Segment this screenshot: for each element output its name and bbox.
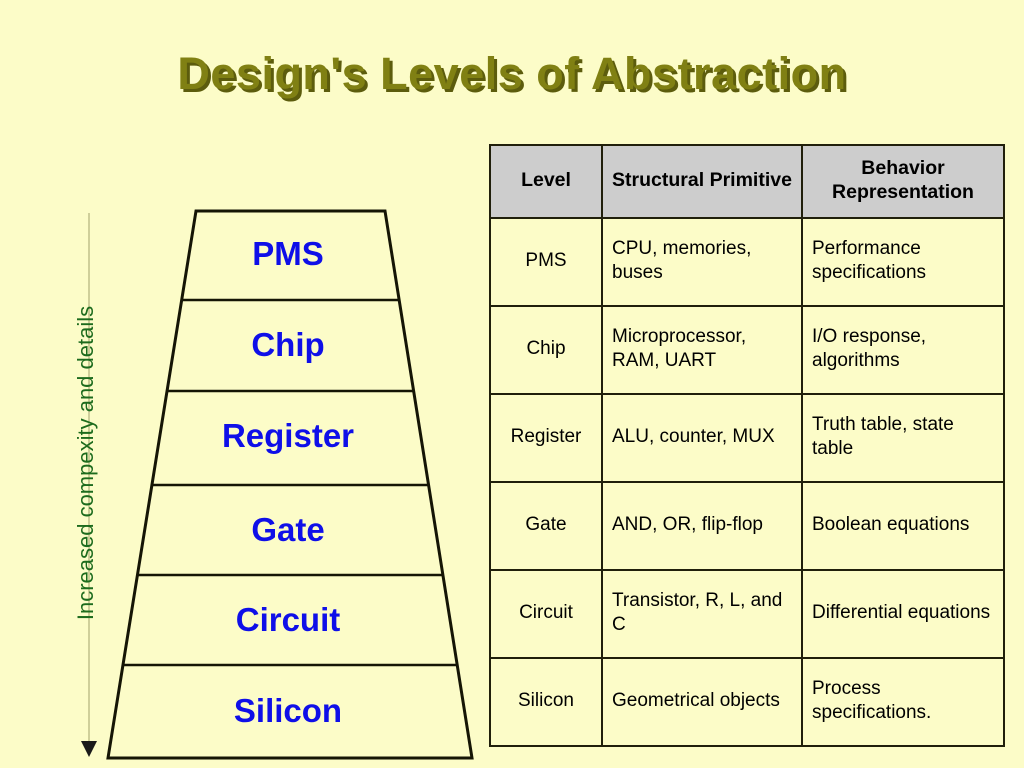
cell-level: Gate — [489, 480, 603, 571]
complexity-axis: Increased compexity and details — [54, 205, 116, 761]
cell-structural-primitive: Transistor, R, L, and C — [601, 568, 803, 659]
table-header-row: Level Structural Primitive Behavior Repr… — [489, 144, 1005, 219]
cell-structural-primitive: Geometrical objects — [601, 656, 803, 747]
column-header-behavior-representation: Behavior Representation — [801, 144, 1005, 219]
cell-structural-primitive: ALU, counter, MUX — [601, 392, 803, 483]
cell-behavior-representation: Process specifications. — [801, 656, 1005, 747]
cell-behavior-representation: I/O response, algorithms — [801, 304, 1005, 395]
table-row: Circuit Transistor, R, L, and C Differen… — [489, 568, 1005, 659]
axis-line — [88, 213, 90, 744]
page-title: Design's Levels of Abstraction — [177, 48, 847, 99]
column-header-level: Level — [489, 144, 603, 219]
cell-structural-primitive: AND, OR, flip-flop — [601, 480, 803, 571]
cell-behavior-representation: Performance specifications — [801, 216, 1005, 307]
abstraction-levels-table: Level Structural Primitive Behavior Repr… — [489, 144, 1005, 747]
table-row: Gate AND, OR, flip-flop Boolean equation… — [489, 480, 1005, 571]
cell-level: PMS — [489, 216, 603, 307]
down-arrow-icon — [81, 741, 97, 757]
cell-structural-primitive: CPU, memories, buses — [601, 216, 803, 307]
cell-behavior-representation: Truth table, state table — [801, 392, 1005, 483]
cell-level: Register — [489, 392, 603, 483]
pyramid-shape — [106, 209, 474, 760]
cell-behavior-representation: Differential equations — [801, 568, 1005, 659]
table-row: Register ALU, counter, MUX Truth table, … — [489, 392, 1005, 483]
cell-level: Silicon — [489, 656, 603, 747]
abstraction-pyramid: PMS Chip Register Gate Circuit Silicon — [88, 200, 488, 768]
table-row: Chip Microprocessor, RAM, UART I/O respo… — [489, 304, 1005, 395]
cell-behavior-representation: Boolean equations — [801, 480, 1005, 571]
cell-level: Circuit — [489, 568, 603, 659]
cell-structural-primitive: Microprocessor, RAM, UART — [601, 304, 803, 395]
cell-level: Chip — [489, 304, 603, 395]
table-row: Silicon Geometrical objects Process spec… — [489, 656, 1005, 747]
column-header-structural-primitive: Structural Primitive — [601, 144, 803, 219]
table-row: PMS CPU, memories, buses Performance spe… — [489, 216, 1005, 307]
